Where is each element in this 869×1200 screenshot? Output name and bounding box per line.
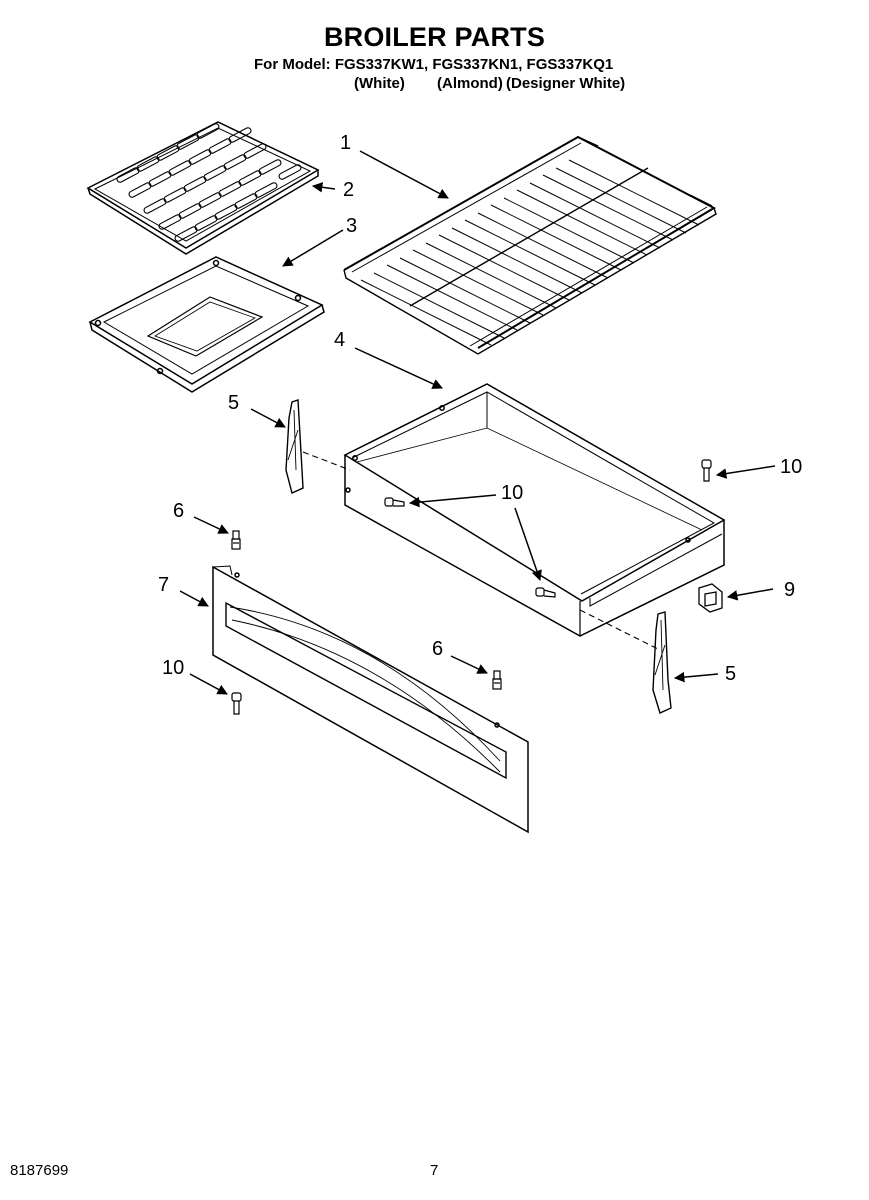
callout-9: 9 <box>784 579 795 601</box>
broiler-pan <box>88 256 325 393</box>
callout-10-drawer: 10 <box>501 482 523 504</box>
document-number: 8187699 <box>10 1162 69 1179</box>
callout-10-panel: 10 <box>162 657 184 679</box>
drawer-glide-left <box>285 399 304 494</box>
screw-drawer-left <box>384 497 405 507</box>
drawer-front-panel <box>212 565 529 834</box>
leader-arrows <box>179 150 776 695</box>
glide-mount-line-left <box>302 451 351 471</box>
callout-4: 4 <box>334 329 345 351</box>
screw-drawer-bottom <box>535 587 556 598</box>
callout-5-right: 5 <box>725 663 736 685</box>
page-title: BROILER PARTS <box>323 22 546 52</box>
broiler-drawer <box>343 383 726 637</box>
drawer-glide-right <box>652 611 672 714</box>
callout-1: 1 <box>340 132 351 154</box>
glide-mount-line-right <box>579 609 661 651</box>
callout-6-left: 6 <box>173 500 184 522</box>
model-numbers: For Model: FGS337KW1, FGS337KN1, FGS337K… <box>254 56 614 73</box>
callout-7: 7 <box>158 574 169 596</box>
callout-3: 3 <box>346 215 357 237</box>
screw-panel <box>231 692 242 715</box>
broiler-grid <box>86 121 320 255</box>
callout-6-right: 6 <box>432 638 443 660</box>
page-number: 7 <box>430 1162 439 1179</box>
callout-5-left: 5 <box>228 392 239 414</box>
variant-label-almond: (Almond) <box>437 75 503 92</box>
screw-drawer-right <box>701 459 712 482</box>
stud-left <box>231 530 241 550</box>
variant-label-designer-white: (Designer White) <box>506 75 626 92</box>
oven-rack <box>343 135 717 355</box>
variant-label-white: (White) <box>354 75 405 92</box>
stud-right <box>492 670 502 690</box>
callout-2: 2 <box>343 179 354 201</box>
drawer-clip <box>698 583 723 613</box>
callout-10-right: 10 <box>780 456 802 478</box>
